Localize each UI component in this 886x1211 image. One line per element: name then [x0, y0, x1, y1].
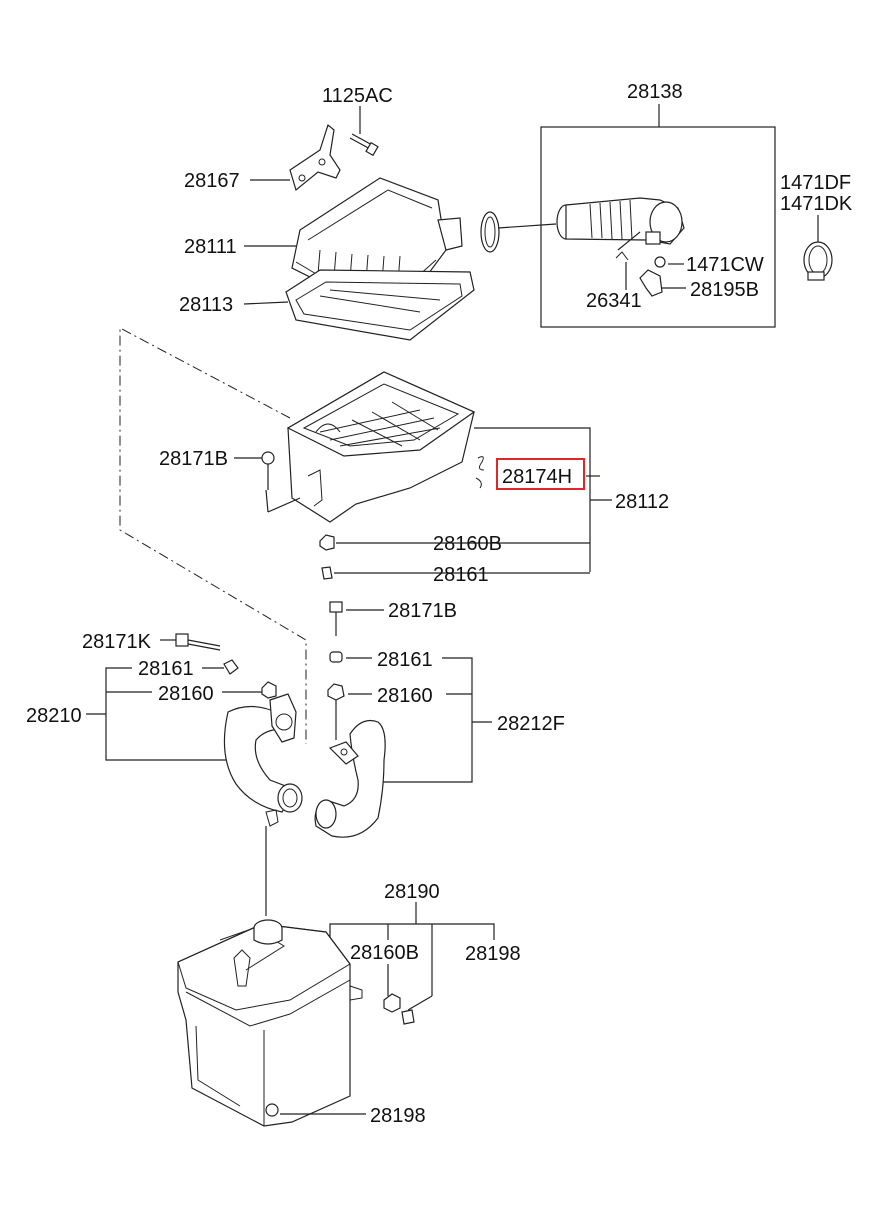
label-1125AC: 1125AC [322, 85, 393, 107]
tank-grommet-part [383, 993, 401, 1013]
small-hose-part [615, 251, 666, 297]
clamp-ring-part [480, 211, 500, 253]
label-1471CW: 1471CW [686, 254, 764, 276]
label-28138: 28138 [627, 81, 683, 103]
label-28113: 28113 [179, 294, 233, 316]
filter-element-part [285, 269, 475, 341]
label-28161: 28161 [433, 564, 489, 586]
label-28171K: 28171K [82, 631, 152, 653]
small-bushing-part [223, 659, 239, 675]
label-28167: 28167 [184, 170, 240, 192]
label-28160: 28160 [158, 683, 214, 705]
lower-case-part [286, 371, 476, 523]
label-28161: 28161 [138, 658, 194, 680]
resonator-hose-left-part [223, 693, 303, 827]
resonator-tank-part [177, 919, 363, 1127]
alignment-line [119, 327, 307, 744]
label-28161: 28161 [377, 649, 433, 671]
bolt-k-part [175, 633, 221, 651]
label-1471DF: 1471DF [780, 172, 851, 194]
label-28212F: 28212F [497, 713, 565, 735]
mount-bolt-part [329, 601, 343, 636]
label-28160: 28160 [377, 685, 433, 707]
clip-part [475, 456, 485, 489]
bushing-right-part [329, 651, 343, 663]
grommet-part [319, 534, 335, 551]
label-28171B: 28171B [388, 600, 457, 622]
grommet-right-part [327, 683, 345, 701]
label-26341: 26341 [586, 290, 642, 312]
label-28210: 28210 [26, 705, 82, 727]
tank-bushing-part [401, 1009, 415, 1025]
small-grommet-part [261, 681, 277, 699]
bolt-part [349, 133, 379, 157]
bushing-part [321, 566, 333, 580]
label-28111: 28111 [184, 236, 237, 258]
label-28190: 28190 [384, 881, 440, 903]
bracket-part [289, 123, 341, 192]
intake-duct-part [556, 197, 685, 245]
label-1471DK: 1471DK [780, 193, 853, 215]
label-28174H: 28174H [502, 466, 572, 488]
label-28112: 28112 [615, 491, 669, 513]
resonator-hose-right-part [314, 719, 386, 838]
hose-clamp-part [803, 241, 833, 281]
label-28160B: 28160B [350, 942, 419, 964]
case-bolt-part [261, 451, 301, 513]
label-28198: 28198 [370, 1105, 426, 1127]
label-28160B: 28160B [433, 533, 502, 555]
label-28171B: 28171B [159, 448, 228, 470]
label-28198: 28198 [465, 943, 521, 965]
highlight-box [496, 458, 585, 490]
label-28195B: 28195B [690, 279, 759, 301]
duct-assembly-box [540, 126, 776, 328]
